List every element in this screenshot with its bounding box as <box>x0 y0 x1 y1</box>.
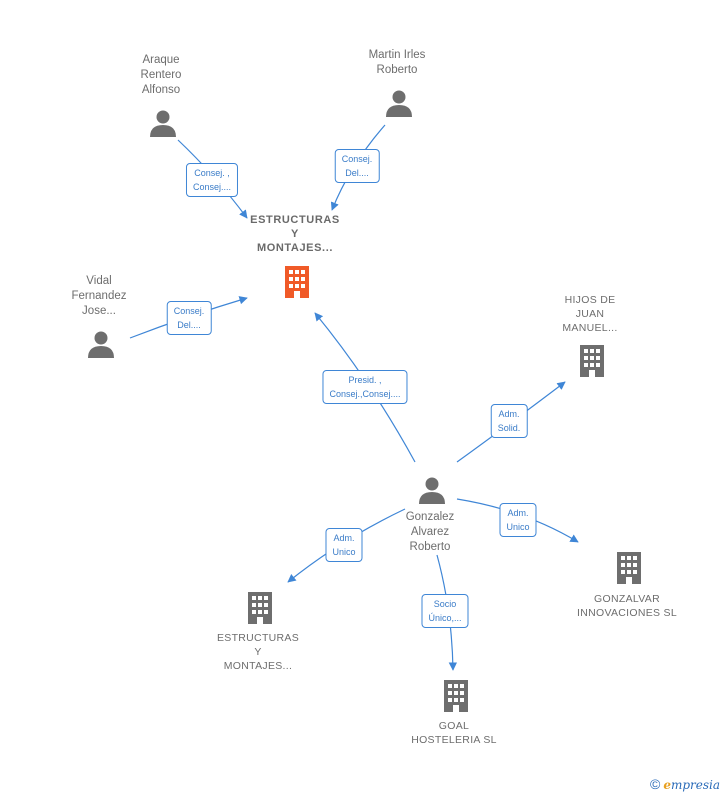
person-icon[interactable] <box>417 475 447 505</box>
footer-brand[interactable]: ©empresia <box>650 776 720 792</box>
company-label-goal: GOAL HOSTELERIA SL <box>411 720 497 746</box>
person-label-vidal: Vidal Fernandez Jose... <box>71 275 127 317</box>
person-icon[interactable] <box>86 329 116 359</box>
edge-label-gonzalez-gonzalvar[interactable]: Adm. Unico <box>499 503 537 537</box>
company-label-gonzalvar: GONZALVAR INNOVACIONES SL <box>577 593 677 619</box>
company-label-main: ESTRUCTURAS Y MONTAJES... <box>250 214 340 254</box>
edge-label-gonzalez-main[interactable]: Presid. , Consej.,Consej.... <box>322 370 408 404</box>
building-icon[interactable] <box>577 343 607 379</box>
edge-label-araque-main[interactable]: Consej. , Consej.... <box>185 163 239 197</box>
building-icon[interactable] <box>441 678 471 714</box>
edge-label-martin-main[interactable]: Consej. Del.... <box>334 149 380 183</box>
company-label-hijos: HIJOS DE JUAN MANUEL... <box>562 294 618 334</box>
building-icon[interactable] <box>614 550 644 586</box>
company-label-estructuras2: ESTRUCTURAS Y MONTAJES... <box>216 632 300 672</box>
person-label-araque: Araque Rentero Alfonso <box>140 54 182 96</box>
building-icon[interactable] <box>282 264 312 300</box>
edge-label-gonzalez-goal[interactable]: Socio Único,... <box>421 594 469 628</box>
person-icon[interactable] <box>148 108 178 138</box>
building-icon[interactable] <box>245 590 275 626</box>
copyright-icon: © <box>650 776 661 792</box>
brand-logo: empresia <box>663 778 721 792</box>
person-icon[interactable] <box>384 88 414 118</box>
person-label-gonzalez: Gonzalez Alvarez Roberto <box>405 511 455 553</box>
edge-label-gonzalez-hijos[interactable]: Adm. Solid. <box>490 404 528 438</box>
edge-label-vidal-main[interactable]: Consej. Del.... <box>166 301 212 335</box>
edge-label-gonzalez-estructuras2[interactable]: Adm. Unico <box>325 528 363 562</box>
person-label-martin: Martin Irles Roberto <box>368 49 426 76</box>
